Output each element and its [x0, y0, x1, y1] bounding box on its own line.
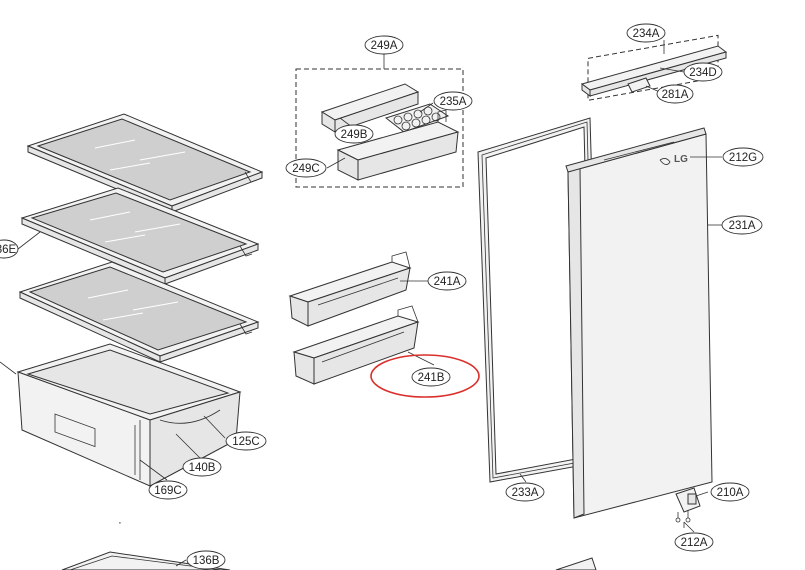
svg-text:169C: 169C — [154, 485, 182, 497]
label-281A: 281A — [656, 84, 694, 104]
label-235A: 235A — [433, 91, 473, 111]
label-249C: 249C — [285, 158, 327, 178]
cabinet-partial-bottom — [555, 557, 597, 570]
svg-text:234A: 234A — [633, 28, 660, 40]
glass-shelf-middle — [20, 187, 260, 285]
svg-text:·: · — [118, 517, 122, 529]
label-210A: 210A — [710, 482, 750, 502]
label-212G: 212G — [722, 147, 764, 167]
label-140B: 140B — [182, 457, 222, 477]
label-212A: 212A — [674, 532, 714, 552]
kit-boundary-249A — [295, 68, 464, 188]
bin-cover-249B — [320, 83, 420, 133]
svg-text:140B: 140B — [189, 462, 216, 474]
hinge-pin-281A — [627, 77, 651, 93]
label-136B: 136B — [186, 550, 226, 570]
svg-text:249B: 249B — [341, 129, 368, 141]
top-hinge-cover-234A — [580, 45, 728, 97]
door-logo: LG — [674, 154, 688, 165]
label-125C: 125C — [225, 431, 267, 451]
label-241B: 241B — [411, 367, 451, 387]
door-bin-249C — [336, 109, 460, 181]
label-231A: 231A — [721, 215, 763, 235]
door-231A: LG — [565, 127, 713, 519]
svg-text:235A: 235A — [440, 96, 467, 108]
door-bin-241B — [292, 305, 420, 385]
svg-text:136B: 136B — [193, 555, 220, 567]
egg-tray-235A — [384, 103, 450, 133]
label-169C: 169C — [148, 480, 188, 500]
label-233A: 233A — [505, 482, 545, 502]
label-234A: 234A — [626, 23, 666, 43]
highlight-circle-241B — [370, 354, 480, 398]
svg-text:249A: 249A — [371, 40, 398, 52]
label-234D: 234D — [683, 62, 723, 82]
label-241A: 241A — [427, 271, 467, 291]
svg-text:125C: 125C — [232, 436, 260, 448]
crisper-drawer — [16, 343, 242, 487]
svg-text:241B: 241B — [418, 372, 445, 384]
drawer-bin-partial — [61, 551, 231, 570]
leader-lines — [0, 40, 722, 567]
svg-text:210A: 210A — [717, 487, 744, 499]
glass-shelf-bottom — [18, 261, 260, 363]
svg-text:36E: 36E — [0, 244, 17, 256]
svg-text:281A: 281A — [662, 89, 689, 101]
svg-text:231A: 231A — [729, 220, 756, 232]
svg-text:249C: 249C — [292, 163, 320, 175]
label-249B: 249B — [334, 124, 374, 144]
door-bin-241A — [288, 251, 412, 327]
svg-text:234D: 234D — [689, 67, 717, 79]
svg-text:233A: 233A — [512, 487, 539, 499]
svg-text:212G: 212G — [729, 152, 757, 164]
svg-text:241A: 241A — [434, 276, 461, 288]
svg-text:212A: 212A — [681, 537, 708, 549]
label-36E: 36E — [0, 239, 19, 259]
bottom-hinge-210A — [675, 487, 701, 528]
label-249A: 249A — [364, 35, 404, 55]
glass-shelf-top — [26, 113, 264, 213]
